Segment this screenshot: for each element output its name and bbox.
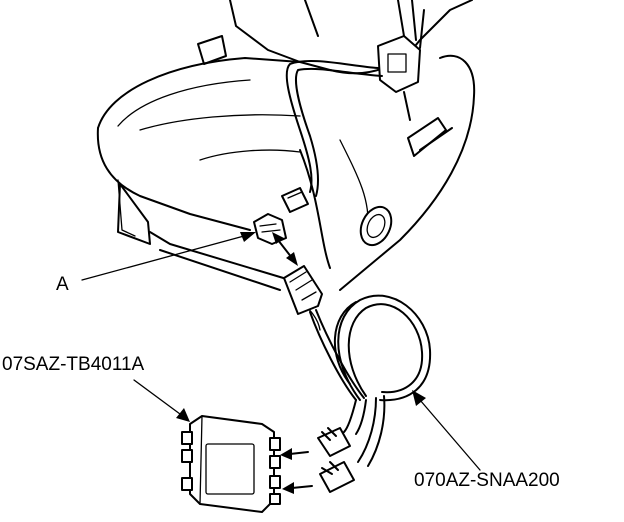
seat-illustration — [96, 0, 476, 331]
harness-cable — [309, 294, 432, 467]
harness-connector — [283, 265, 323, 315]
leader-a — [81, 232, 256, 281]
leader-tester — [133, 379, 190, 422]
label-a: A — [56, 274, 69, 295]
insert-arrow-upper — [280, 448, 309, 460]
connection-arrow-upper — [272, 232, 298, 266]
leader-harness — [412, 390, 481, 471]
test-plug-upper — [317, 427, 351, 457]
tester-box — [181, 415, 281, 513]
test-plug-lower — [319, 461, 355, 493]
label-tester: 07SAZ-TB4011A — [2, 354, 145, 375]
insert-arrow-lower — [282, 482, 313, 494]
seat-wiring — [281, 59, 411, 213]
label-harness: 070AZ-SNAA200 — [414, 470, 560, 491]
